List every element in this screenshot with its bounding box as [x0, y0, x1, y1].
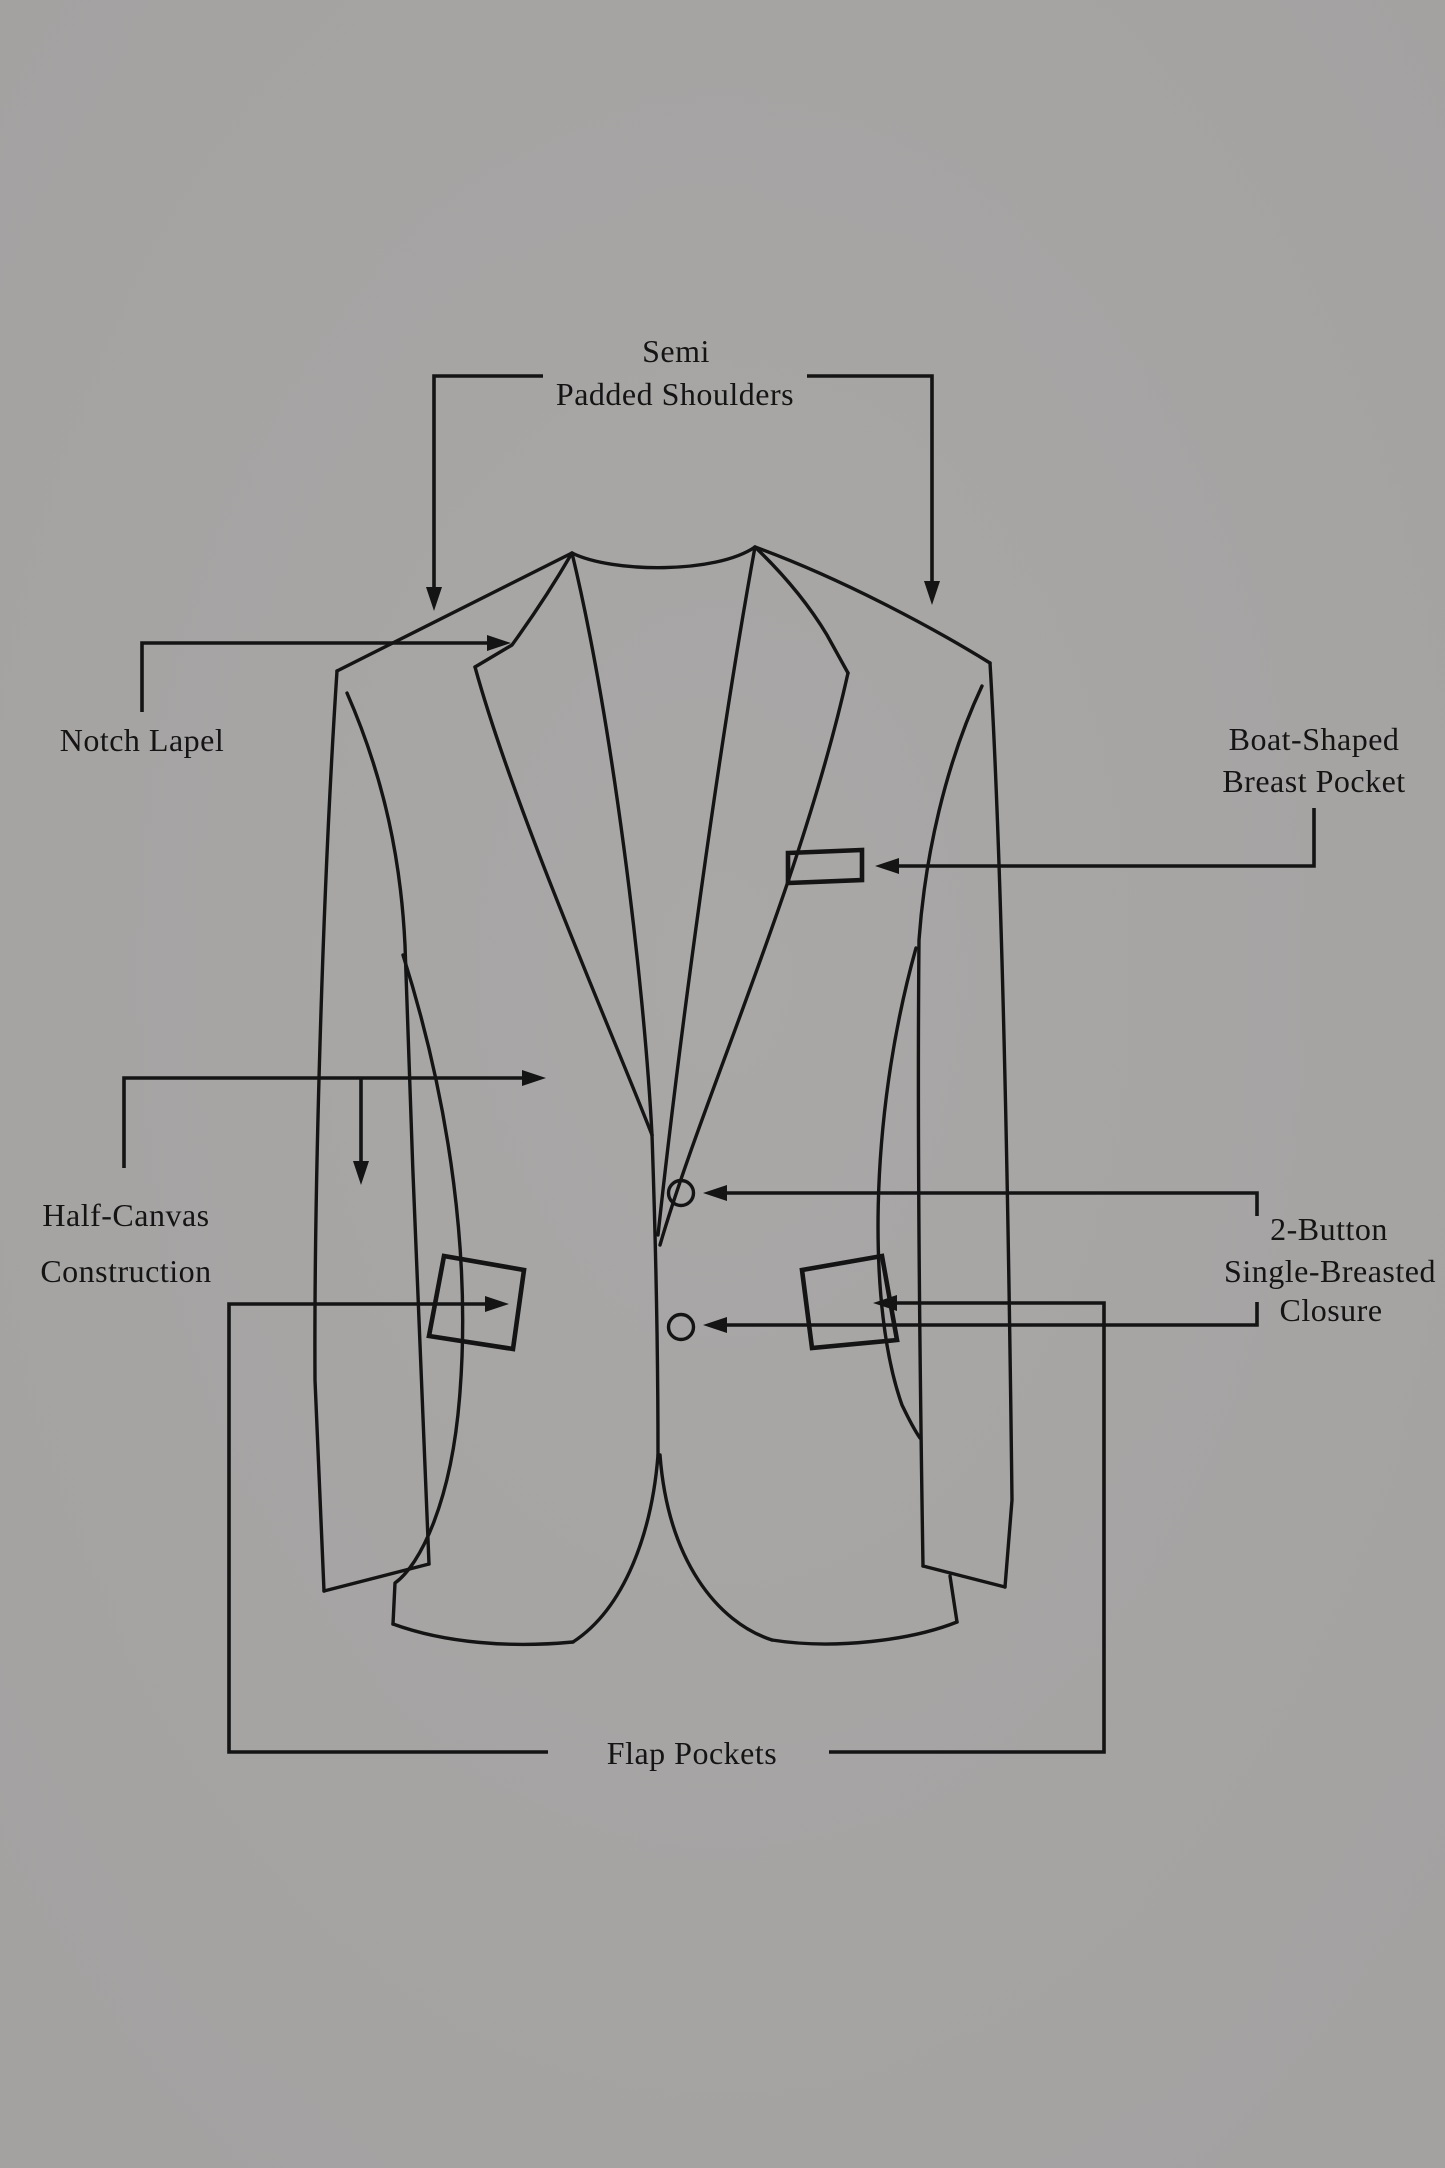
- jacket-left-collar-edge: [473, 551, 574, 669]
- label-breast-pocket-line2: Breast Pocket: [1222, 763, 1405, 799]
- breast-pocket-bracket-line: [897, 808, 1316, 868]
- label-closure-line2: Single-Breasted: [1224, 1253, 1436, 1289]
- jacket-left-hem: [391, 1622, 575, 1647]
- right-flap-pocket-shape: [799, 1253, 900, 1351]
- notch-lapel-bracket-line: [140, 641, 489, 712]
- flap-pockets-left-bracket-line: [227, 1302, 548, 1754]
- arrow-down-icon: [924, 581, 940, 605]
- arrow-down-icon: [426, 587, 442, 611]
- label-shoulders-line1: Semi: [642, 333, 710, 369]
- annotation-half-canvas: Half-Canvas Construction: [40, 1070, 546, 1289]
- jacket-left-side-seam: [391, 953, 465, 1626]
- arrow-left-icon: [875, 858, 899, 874]
- closure-top-line: [725, 1191, 1259, 1216]
- left-flap-pocket-shape: [426, 1253, 527, 1352]
- jacket-neckline: [570, 545, 757, 570]
- jacket-right-shoulder: [753, 545, 992, 665]
- jacket-right-hem: [770, 1620, 959, 1646]
- jacket-right-collar-edge: [753, 545, 850, 675]
- arrow-right-icon: [522, 1070, 546, 1086]
- annotation-breast-pocket: Boat-Shaped Breast Pocket: [875, 721, 1405, 874]
- arrow-right-icon: [485, 1296, 509, 1312]
- shoulders-left-bracket-line: [432, 374, 543, 590]
- jacket-right-side-seam: [948, 1574, 959, 1624]
- annotation-flap-pockets: Flap Pockets: [227, 1295, 1106, 1771]
- label-shoulders-line2: Padded Shoulders: [556, 376, 794, 412]
- annotation-padded-shoulders: Semi Padded Shoulders: [426, 333, 940, 611]
- jacket-left-cuff: [322, 1562, 431, 1593]
- arrow-left-icon: [703, 1317, 727, 1333]
- suit-jacket-illustration: [313, 545, 1014, 1647]
- jacket-right-dart-seam: [876, 946, 922, 1440]
- jacket-right-lapel-roll-line: [656, 545, 757, 1237]
- arrow-left-icon: [873, 1295, 897, 1311]
- jacket-right-front-edge: [658, 1453, 774, 1642]
- jacket-left-sleeve-inner: [345, 691, 431, 1566]
- label-half-canvas-line1: Half-Canvas: [42, 1197, 209, 1233]
- jacket-left-sleeve-outer: [313, 669, 339, 1593]
- label-breast-pocket-line1: Boat-Shaped: [1229, 721, 1400, 757]
- bottom-button: [666, 1312, 696, 1342]
- arrow-right-icon: [487, 635, 511, 651]
- jacket-left-lapel-edge: [473, 665, 654, 1137]
- jacket-right-sleeve-inner: [916, 684, 984, 1568]
- half-canvas-bracket-line: [122, 1076, 524, 1168]
- jacket-right-cuff: [921, 1564, 1007, 1589]
- jacket-left-lapel-roll-line: [570, 551, 654, 1137]
- annotation-notch-lapel: Notch Lapel: [60, 635, 511, 758]
- label-half-canvas-line2: Construction: [40, 1253, 211, 1289]
- shoulders-right-bracket-line: [807, 374, 934, 584]
- breast-pocket-shape: [785, 847, 865, 886]
- arrow-down-icon: [353, 1161, 369, 1185]
- jacket-left-front-edge: [571, 1453, 660, 1644]
- label-flap-pockets: Flap Pockets: [607, 1735, 777, 1771]
- closure-bottom-line: [725, 1302, 1259, 1327]
- label-closure-line1: 2-Button: [1270, 1211, 1388, 1247]
- jacket-front-placket: [650, 1133, 660, 1457]
- top-button: [666, 1178, 696, 1208]
- jacket-left-shoulder: [335, 551, 574, 673]
- label-closure-line3: Closure: [1279, 1292, 1382, 1328]
- jacket-right-sleeve-outer: [988, 661, 1014, 1589]
- flap-pockets-right-bracket-line: [829, 1301, 1106, 1754]
- arrow-left-icon: [703, 1185, 727, 1201]
- label-notch-lapel: Notch Lapel: [60, 722, 225, 758]
- jacket-right-lapel-edge: [658, 671, 850, 1247]
- annotation-closure: 2-Button Single-Breasted Closure: [703, 1185, 1436, 1333]
